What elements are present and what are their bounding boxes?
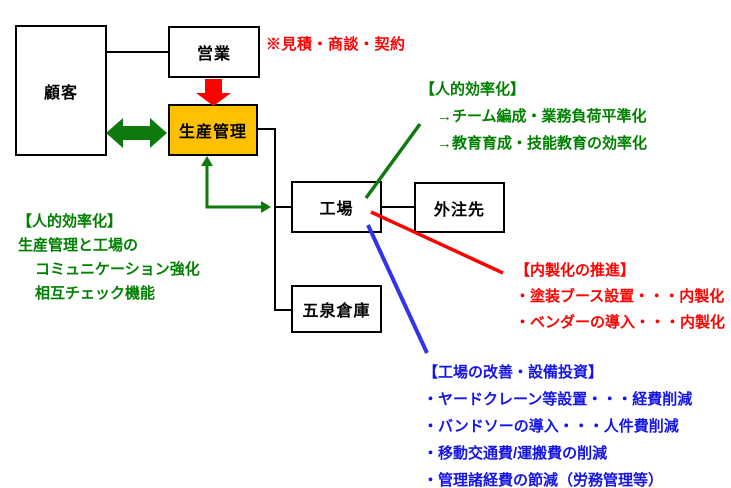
- red-down-arrow-icon: [196, 79, 231, 106]
- box-factory: 工場: [291, 181, 382, 233]
- box-warehouse: 五泉倉庫: [291, 285, 382, 333]
- note-line: ・バンドソーの導入・・・人件費削減: [423, 418, 679, 435]
- connector-production-warehouse: [258, 128, 292, 311]
- note-human-efficiency-right: 【人的効率化】 →チーム編成・業務負荷平準化 →教育育成・技能教育の効率化: [420, 76, 647, 157]
- note-line: ・塗装ブース設置・・・内製化: [515, 288, 725, 305]
- box-customer-label: 顧客: [43, 84, 78, 102]
- box-factory-label: 工場: [319, 201, 354, 218]
- green-elbow-arrowhead-up-icon: [201, 156, 213, 166]
- sales-note: ※見積・商談・契約: [266, 36, 406, 53]
- box-subcontractor-label: 外注先: [433, 201, 485, 219]
- note-line: 生産管理と工場の: [18, 237, 139, 254]
- note-line: ・移動交通費/運搬費の削減: [423, 445, 608, 462]
- note-line: ・管理諸経費の節減（労務管理等）: [423, 472, 664, 488]
- note-line: ・ヤードクレーン等設置・・・経費削減: [423, 391, 693, 408]
- green-double-arrow-icon: [106, 118, 167, 148]
- box-production-control: 生産管理: [168, 104, 258, 156]
- note-title: 【人的効率化】: [17, 213, 123, 230]
- box-production-control-label: 生産管理: [178, 124, 247, 141]
- note-insourcing: 【内製化の推進】 ・塗装ブース設置・・・内製化 ・ベンダーの導入・・・内製化: [515, 258, 725, 336]
- box-sales-label: 営業: [196, 46, 231, 63]
- note-title: 【内製化の推進】: [515, 262, 636, 279]
- box-warehouse-label: 五泉倉庫: [302, 303, 371, 320]
- note-line: →チーム編成・業務負荷平準化: [437, 108, 647, 125]
- note-line: コミュニケーション強化: [35, 261, 200, 278]
- green-elbow-arrow: [205, 163, 261, 209]
- note-title: 【工場の改善・設備投資】: [423, 364, 604, 381]
- box-customer: 顧客: [15, 25, 107, 156]
- note-human-efficiency-left: 【人的効率化】 生産管理と工場の コミュニケーション強化 相互チェック機能: [17, 210, 200, 306]
- box-sales: 営業: [168, 26, 260, 78]
- note-line: ・ベンダーの導入・・・内製化: [515, 314, 726, 331]
- box-subcontractor: 外注先: [414, 182, 505, 233]
- note-line: →教育育成・技能教育の効率化: [437, 135, 648, 152]
- note-line: 相互チェック機能: [35, 285, 156, 302]
- green-elbow-arrowhead-right-icon: [261, 201, 271, 213]
- note-factory-improvement: 【工場の改善・設備投資】 ・ヤードクレーン等設置・・・経費削減 ・バンドソーの導…: [423, 359, 692, 488]
- note-title: 【人的効率化】: [420, 81, 526, 98]
